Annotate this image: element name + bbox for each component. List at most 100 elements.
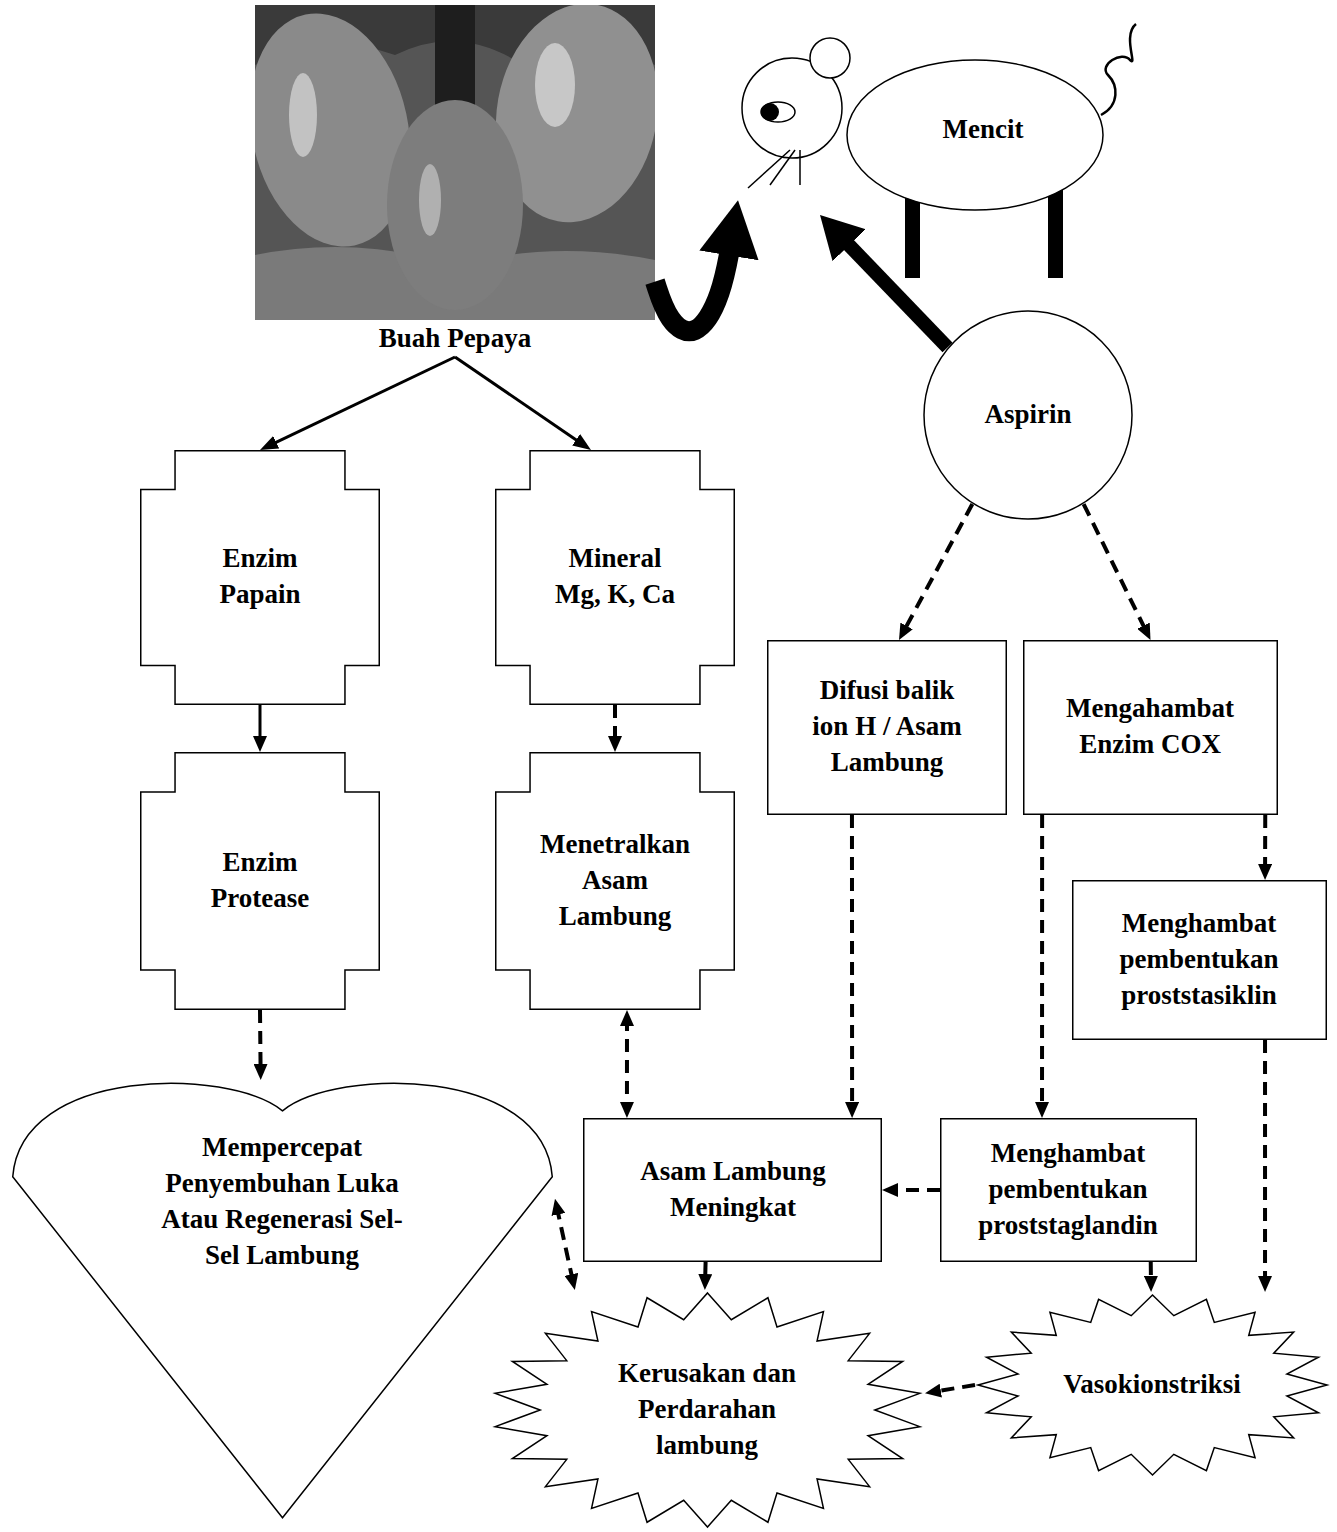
drug-circle: Aspirin xyxy=(923,310,1133,520)
text-block: Mineral Mg, K, Ca xyxy=(548,541,683,613)
mouse-leg xyxy=(1048,190,1063,278)
box-outline xyxy=(1073,881,1327,1040)
box-outline xyxy=(1024,641,1278,815)
cross-box: Enzim Protease xyxy=(140,752,380,1010)
mouse-leg xyxy=(905,190,920,278)
dashed-arrow xyxy=(850,815,854,1110)
node-label: Enzim Papain xyxy=(190,541,330,613)
node-label: Asam Lambung Meningkat xyxy=(628,1154,838,1226)
solid-arrow xyxy=(655,228,733,331)
starburst: Vasokionstriksi xyxy=(975,1292,1330,1478)
process-box: Menghambat pembentukan proststasiklin xyxy=(1072,880,1327,1040)
text-block: Mencit xyxy=(883,112,1083,148)
box-outline xyxy=(768,641,1007,815)
cross-box: Enzim Papain xyxy=(140,450,380,705)
solid-arrow xyxy=(259,705,262,744)
box-outline xyxy=(941,1119,1197,1262)
circle-outline xyxy=(924,311,1132,519)
node-label: Mempercepat Penyembuhan Luka Atau Regene… xyxy=(155,1130,410,1274)
mouse-tail xyxy=(1101,24,1136,115)
photo-node: Buah Pepaya xyxy=(255,5,655,357)
cross-box: Menetralkan Asam Lambung xyxy=(495,752,735,1010)
text-block: Mengahambat Enzim COX xyxy=(1050,691,1250,763)
highlight xyxy=(289,73,317,157)
papaya-fruit xyxy=(387,100,523,310)
node-label: Mineral Mg, K, Ca xyxy=(548,541,683,613)
text-block: Buah Pepaya xyxy=(305,321,605,357)
shape-outline xyxy=(583,1118,882,1262)
shape-outline xyxy=(1023,640,1278,815)
cross-outline xyxy=(141,753,380,1010)
shape-outline xyxy=(255,5,655,357)
dashed-arrow xyxy=(890,1188,940,1192)
mouse-eye xyxy=(761,102,795,122)
mouse-whisker xyxy=(770,150,795,185)
process-box: Asam Lambung Meningkat xyxy=(583,1118,882,1262)
text-block: Enzim Papain xyxy=(190,541,330,613)
box-outline xyxy=(584,1119,882,1262)
dashed-arrow xyxy=(613,705,617,744)
mouse-body xyxy=(847,60,1103,210)
node-label: Buah Pepaya xyxy=(305,321,605,357)
heart-outline xyxy=(13,1083,553,1517)
shape-outline xyxy=(738,30,1140,215)
node-label: Aspirin xyxy=(943,397,1113,433)
dashed-arrow xyxy=(625,1018,629,1110)
dashed-arrow xyxy=(1040,815,1044,1110)
heart-shape: Mempercepat Penyembuhan Luka Atau Regene… xyxy=(10,1080,555,1520)
starburst-outline xyxy=(978,1295,1327,1475)
process-box: Mengahambat Enzim COX xyxy=(1023,640,1278,815)
mouse-whisker xyxy=(748,150,790,188)
mouse-pupil xyxy=(761,103,779,121)
dashed-arrow xyxy=(1149,1262,1153,1284)
starburst-outline xyxy=(495,1293,920,1527)
node-label: Mengahambat Enzim COX xyxy=(1050,691,1250,763)
dashed-arrow xyxy=(1084,504,1147,633)
dashed-arrow xyxy=(933,1385,975,1392)
text-block: Mempercepat Penyembuhan Luka Atau Regene… xyxy=(155,1130,410,1274)
text-block: Asam Lambung Meningkat xyxy=(628,1154,838,1226)
node-label: Menghambat pembentukan proststaglandin xyxy=(968,1136,1168,1244)
cross-outline xyxy=(496,451,735,705)
text-block: Menghambat pembentukan proststasiklin xyxy=(1099,906,1299,1014)
process-box: Menghambat pembentukan proststaglandin xyxy=(940,1118,1197,1262)
mouse-ear xyxy=(810,38,850,78)
highlight xyxy=(535,43,575,127)
text-block: Menghambat pembentukan proststaglandin xyxy=(968,1136,1168,1244)
cross-outline xyxy=(141,451,380,705)
dashed-arrow xyxy=(258,1010,263,1072)
text-block: Aspirin xyxy=(943,397,1113,433)
cross-outline xyxy=(496,753,735,1010)
dashed-arrow xyxy=(1263,1040,1267,1284)
mouse-whisker xyxy=(799,150,801,185)
cross-box: Mineral Mg, K, Ca xyxy=(495,450,735,705)
shape-outline xyxy=(140,450,380,705)
shape-outline xyxy=(140,752,380,1010)
dashed-arrow xyxy=(1263,815,1267,872)
node-label: Kerusakan dan Perdarahan lambung xyxy=(600,1356,815,1464)
animal-figure: Mencit xyxy=(738,30,1140,215)
node-label: Mencit xyxy=(883,112,1083,148)
dashed-arrow xyxy=(903,504,973,633)
solid-arrow xyxy=(455,357,584,445)
highlight xyxy=(419,164,441,236)
text-block: Kerusakan dan Perdarahan lambung xyxy=(600,1356,815,1464)
starburst: Kerusakan dan Perdarahan lambung xyxy=(490,1290,925,1530)
solid-arrow xyxy=(835,230,948,347)
text-block: Enzim Protease xyxy=(190,845,330,917)
stem xyxy=(435,5,475,105)
shape-outline xyxy=(495,450,735,705)
process-box: Difusi balik ion H / Asam Lambung xyxy=(767,640,1007,815)
dashed-arrow xyxy=(703,1262,708,1282)
dashed-arrow xyxy=(557,1207,573,1283)
node-label: Menetralkan Asam Lambung xyxy=(535,827,695,935)
node-label: Difusi balik ion H / Asam Lambung xyxy=(807,673,967,781)
papaya-photo xyxy=(255,5,655,320)
node-label: Vasokionstriksi xyxy=(1022,1367,1282,1403)
node-label: Menghambat pembentukan proststasiklin xyxy=(1099,906,1299,1014)
text-block: Menetralkan Asam Lambung xyxy=(535,827,695,935)
text-block: Difusi balik ion H / Asam Lambung xyxy=(807,673,967,781)
text-block: Vasokionstriksi xyxy=(1022,1367,1282,1403)
